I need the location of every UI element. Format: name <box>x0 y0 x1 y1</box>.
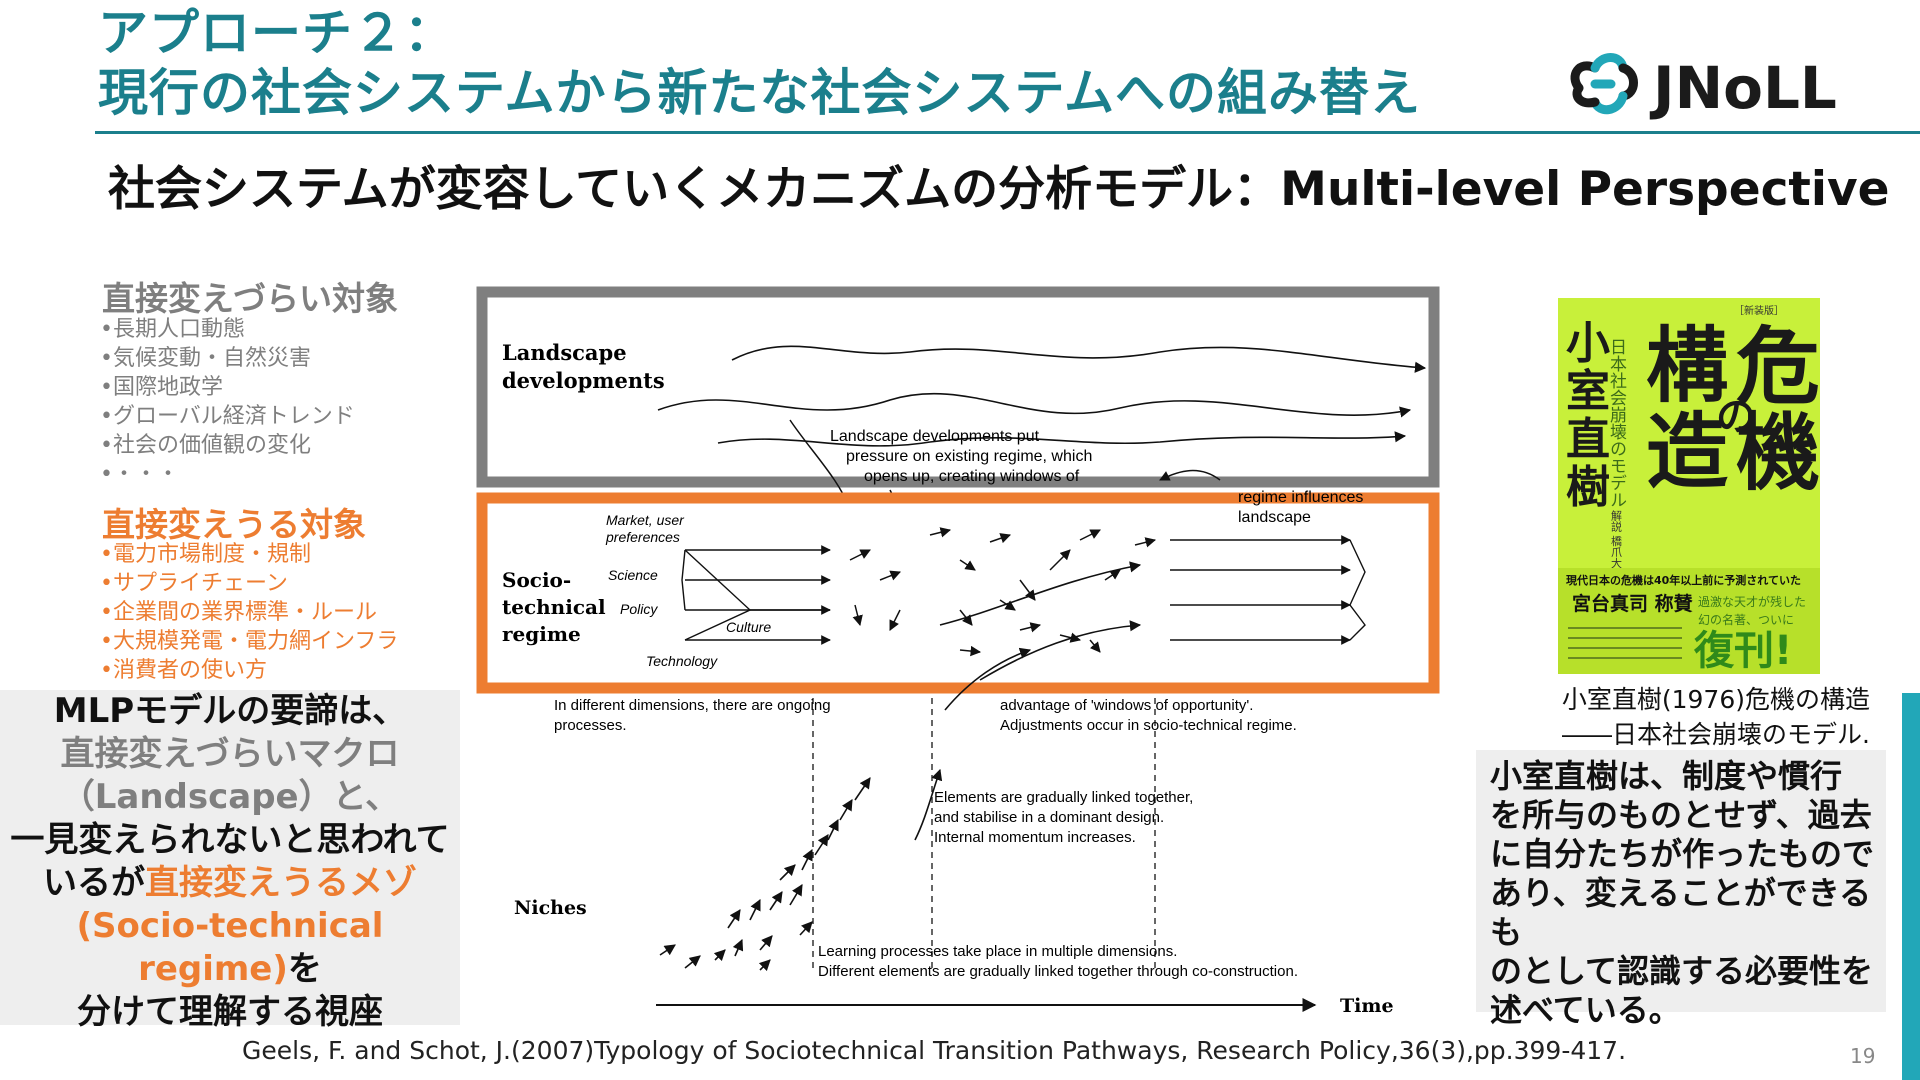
citation: Geels, F. and Schot, J.(2007)Typology of… <box>242 1036 1626 1065</box>
mlp-diagram: Landscape developments Landscape develop… <box>460 280 1460 1040</box>
mlp-line: MLPモデルの要諦は、 <box>0 690 460 733</box>
page-number: 19 <box>1850 1044 1875 1068</box>
hard-to-change-heading: 直接変えづらい対象 <box>102 272 398 320</box>
mlp-line: （Landscape）と、 <box>0 776 460 819</box>
slide-title-line1: アプローチ２： <box>98 8 455 58</box>
list-item: •大規模発電・電力網インフラ <box>100 627 398 656</box>
time-label: Time <box>1340 995 1394 1017</box>
list-item: •社会の価値観の変化 <box>100 431 355 460</box>
book-praise: 宮台真司 称賛 <box>1572 592 1694 615</box>
breakthrough-note: advantage of 'windows of opportunity'. <box>1000 697 1253 714</box>
changeable-heading: 直接変えうる対象 <box>102 498 366 546</box>
list-item: •気候変動・自然災害 <box>100 344 355 373</box>
landscape-trend-lines <box>658 346 1425 446</box>
mlp-line: 一見変えられないと思われて <box>0 819 460 862</box>
komuro-summary-text: 小室直樹は、制度や慣行 を所与のものとせず、過去 に自分たちが作ったもので あり… <box>1490 757 1880 1030</box>
dimension-label: Technology <box>646 653 718 669</box>
stable-note: In different dimensions, there are ongoi… <box>554 697 831 714</box>
dimension-label: Market, user <box>606 512 685 528</box>
learning-note: Different elements are gradually linked … <box>818 963 1298 980</box>
dimension-label: Science <box>608 567 658 583</box>
title-divider <box>95 131 1920 134</box>
list-item: •サプライチェーン <box>100 569 398 598</box>
niche-arrows <box>660 770 940 970</box>
mlp-line: 直接変えづらいマクロ <box>0 733 460 776</box>
book-band: 現代日本の危機は40年以上前に予測されていた <box>1566 573 1801 587</box>
book-revival: 復刊! <box>1693 628 1792 674</box>
mlp-line: 分けて理解する視座 <box>0 991 460 1034</box>
niches-label: Niches <box>514 897 587 919</box>
stable-note: processes. <box>554 717 627 734</box>
caption-line: 小室直樹(1976)危機の構造 <box>1500 682 1870 717</box>
book-tagline: 過激な天才が残した <box>1698 594 1806 609</box>
book-title-no: の <box>1716 394 1756 440</box>
mlp-summary-text: MLPモデルの要諦は、 直接変えづらいマクロ （Landscape）と、 一見変… <box>0 690 460 1034</box>
learning-note: Learning processes take place in multipl… <box>818 943 1177 960</box>
mlp-line: regime)を <box>0 948 460 991</box>
landscape-note: opens up, creating windows of <box>864 468 1080 485</box>
list-item: •長期人口動態 <box>100 315 355 344</box>
slide-subtitle: 社会システムが変容していくメカニズムの分析モデル：Multi-level Per… <box>108 150 1890 219</box>
regime-label: regime <box>502 622 581 646</box>
book-cover-image: ［新装版］ 危機 構造 の 小室直樹 日本社会崩壊のモデル 解説 橋爪大三郎 現… <box>1558 298 1820 674</box>
logo-mark-icon <box>1575 58 1634 110</box>
linked-note: Elements are gradually linked together, <box>934 789 1193 806</box>
book-tagline: 幻の名著、ついに <box>1698 612 1794 627</box>
dimension-label: Policy <box>620 601 658 617</box>
regime-label: Socio- <box>502 568 571 592</box>
list-item: •グローバル経済トレンド <box>100 402 355 431</box>
accent-side-bar <box>1902 693 1920 1080</box>
list-item: •電力市場制度・規制 <box>100 540 398 569</box>
caption-line: ――日本社会崩壊のモデル. <box>1500 717 1870 752</box>
landscape-note: pressure on existing regime, which <box>846 448 1092 465</box>
list-item: •企業間の業界標準・ルール <box>100 598 398 627</box>
linked-note: Internal momentum increases. <box>934 829 1136 846</box>
list-item: •国際地政学 <box>100 373 355 402</box>
landscape-label: Landscape <box>502 340 627 365</box>
regime-influence-note: landscape <box>1238 509 1311 526</box>
book-subtitle: 日本社会崩壊のモデル <box>1606 338 1627 508</box>
changeable-list: •電力市場制度・規制 •サプライチェーン •企業間の業界標準・ルール •大規模発… <box>100 540 398 685</box>
list-item: •消費者の使い方 <box>100 656 398 685</box>
dimension-label: preferences <box>605 529 680 545</box>
mlp-line: (Socio-technical <box>0 905 460 948</box>
linked-note: and stabilise in a dominant design. <box>934 809 1164 826</box>
book-edition: ［新装版］ <box>1734 304 1784 317</box>
regime-influence-note: regime influences <box>1238 489 1363 506</box>
breakthrough-note: Adjustments occur in socio-technical reg… <box>1000 717 1297 734</box>
landscape-label: developments <box>502 368 665 393</box>
slide-title-line2: 現行の社会システムから新たな社会システムへの組み替え <box>98 68 1421 118</box>
list-item: •・・・ <box>100 460 355 489</box>
hard-to-change-list: •長期人口動態 •気候変動・自然災害 •国際地政学 •グローバル経済トレンド •… <box>100 315 355 489</box>
mlp-line: いるが直接変えうるメゾ <box>0 862 460 905</box>
logo-wordmark: JNoLL <box>1649 54 1837 122</box>
regime-label: technical <box>502 595 606 619</box>
landscape-note: Landscape developments put <box>830 428 1040 445</box>
book-author: 小室直樹 <box>1566 318 1610 513</box>
book-caption: 小室直樹(1976)危機の構造 ――日本社会崩壊のモデル. <box>1500 682 1870 752</box>
jnoll-logo: JNoLL <box>1565 46 1920 126</box>
dimension-label: Culture <box>726 619 771 635</box>
